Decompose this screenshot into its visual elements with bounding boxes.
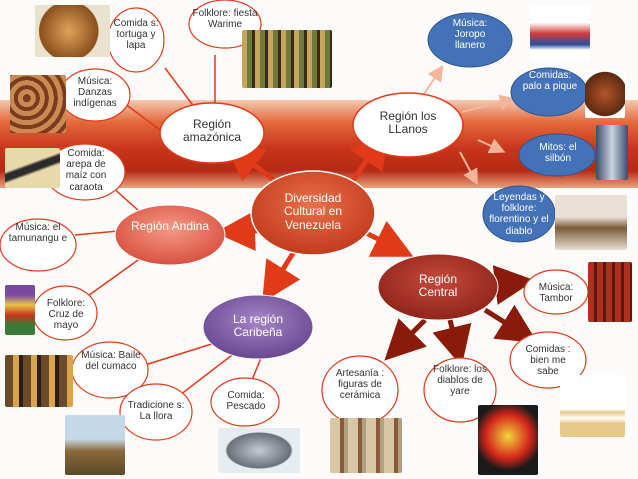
- cloud-center: [250, 170, 376, 256]
- cloud-caribena: [202, 294, 314, 360]
- amazonica-musica-label: Música: Danzas indígenas: [73, 76, 117, 110]
- central-artesania-label: Artesanía : figuras de cerámica: [335, 368, 385, 402]
- photo-diablos-mask: [478, 405, 538, 475]
- llanos-mitos-label: Mitos: el silbón: [539, 142, 577, 165]
- photo-palo-a-pique: [585, 70, 625, 118]
- cloud-andina: [114, 204, 226, 266]
- photo-florentino: [555, 195, 627, 250]
- region-central-label: Región Central: [418, 272, 458, 300]
- photo-roast-chicken: [35, 5, 110, 57]
- center-label: Diversidad Cultural en Venezuela: [283, 191, 343, 232]
- central-comidas-label: Comidas : bien me sabe: [525, 344, 571, 378]
- amazonica-comida-label: Comida s: tortuga y lapa: [113, 18, 159, 52]
- cloud-llanos: [352, 92, 464, 158]
- cloud-central: [377, 253, 499, 321]
- photo-joropo-dancers: [530, 6, 590, 61]
- photo-la-llora: [65, 415, 125, 475]
- photo-drum: [588, 262, 632, 322]
- photo-silbon: [596, 125, 628, 180]
- central-arrows: [384, 265, 538, 367]
- llanos-leyendas-label: Leyendas y folklore: florentino y el dia…: [489, 192, 549, 237]
- cloud-amazonica: [159, 102, 265, 164]
- andina-comida-label: Comida: arepa de maíz con caraota: [65, 148, 107, 193]
- photo-cruz-de-mayo: [5, 285, 35, 335]
- photo-arepa: [5, 148, 60, 188]
- leaf-clouds: [0, 0, 589, 441]
- central-musica-label: Música: Tambor: [538, 282, 574, 305]
- photo-warime-dancers: [242, 30, 332, 88]
- andina-folklore-label: Folklore: Cruz de mayo: [46, 298, 86, 332]
- region-llanos-label: Región los LLanos: [379, 109, 437, 137]
- photo-cake: [560, 375, 625, 437]
- region-caribena-label: La región Caribeña: [232, 312, 284, 340]
- caribena-tradiciones-label: Tradicione s: La llora: [127, 400, 185, 423]
- caribena-comida-label: Comida: Pescado: [226, 390, 266, 413]
- andina-musica-label: Música: el tamunangu e: [8, 222, 68, 245]
- photo-fish: [218, 428, 300, 473]
- central-folklore-label: Folklore: los diablos de yare: [433, 364, 487, 398]
- region-amazonica-label: Región amazónica: [182, 117, 242, 145]
- region-andina-label: Región Andina: [130, 219, 210, 233]
- llanos-comidas-label: Comidas: palo a pique: [522, 70, 578, 93]
- photo-cumaco-dancers: [5, 355, 73, 407]
- amazonica-folklore-label: Folklore: fiesta Warime: [192, 8, 258, 31]
- photo-ceramic-figures: [330, 418, 402, 473]
- photo-rock-art: [10, 75, 66, 133]
- llanos-musica-label: Música: Joropo llanero: [452, 18, 488, 52]
- caribena-musica-label: Música: Baile del cumaco: [81, 350, 141, 373]
